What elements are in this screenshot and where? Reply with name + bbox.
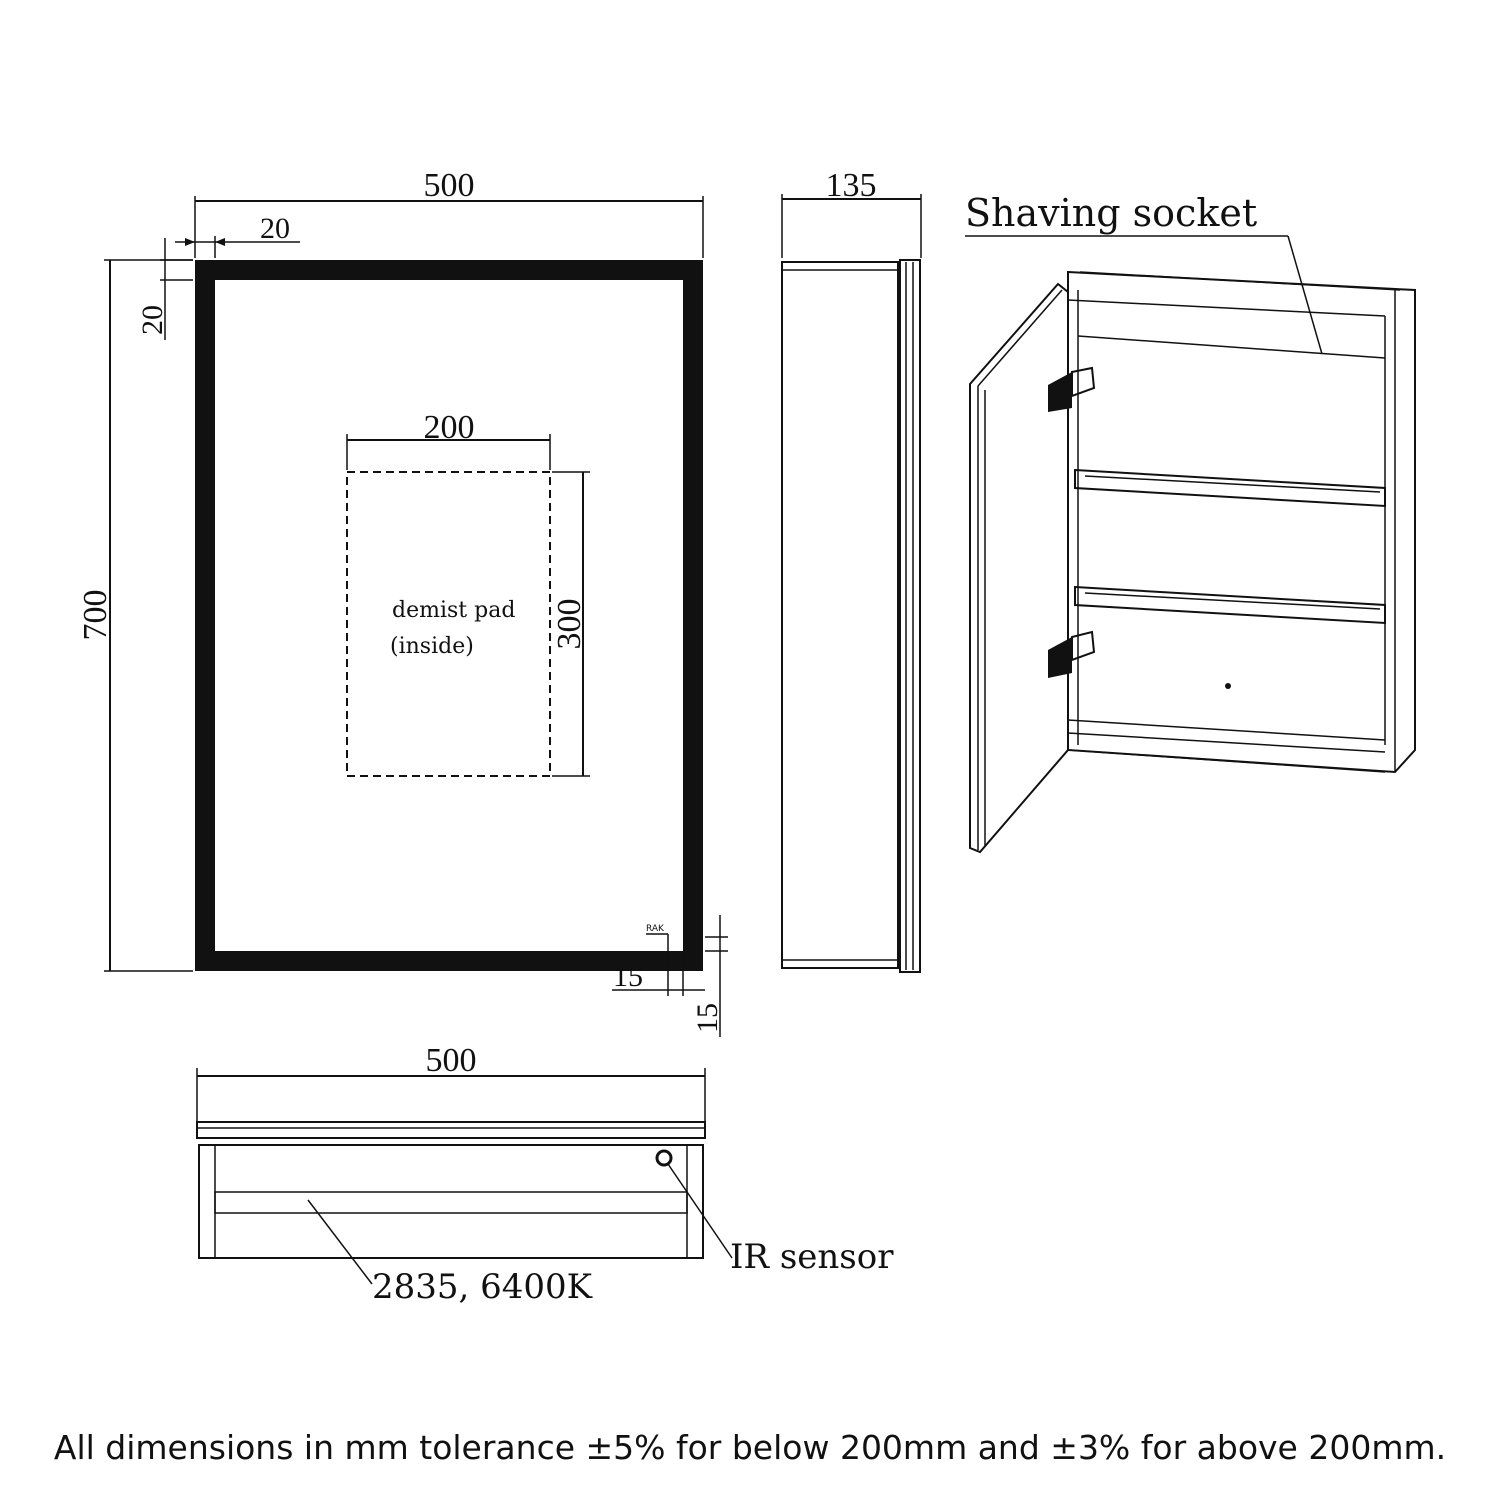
front-width-dimension: 500 [194,167,704,258]
pad-text-line2: (inside) [390,634,474,659]
pad-width-label: 200 [424,409,475,446]
frame-width-label: 20 [260,212,290,245]
frame-width-dimension: 20 [175,212,300,258]
ir-sensor-icon [655,1149,673,1167]
bottom-cabinet [198,1144,704,1259]
shaving-socket-label: Shaving socket [965,191,1257,235]
open-door [969,282,1069,854]
front-width-label: 500 [424,167,475,204]
side-view: 135 [781,167,922,973]
led-strip [214,1191,688,1214]
cabinet-body-side [781,261,899,969]
bottom-width-label: 500 [426,1042,477,1079]
open-cabinet-view: Shaving socket [965,191,1416,854]
door-side [899,259,921,973]
hinge-top [1048,366,1096,412]
side-depth-label: 135 [826,167,877,204]
demist-pad: 200 300 demist pad (inside) [346,409,590,777]
shelf-upper [1074,468,1386,508]
sensor-tag: RAK [646,924,665,934]
frame-height-dimension: 20 [136,238,193,340]
pad-height-label: 300 [551,599,588,650]
shelf-lower [1074,585,1386,625]
ir-sensor-label: IR sensor [730,1237,894,1277]
cabinet-sensor-dot [1225,683,1231,689]
frame-height-label: 20 [136,305,169,335]
pad-text-line1: demist pad [392,598,515,623]
tolerance-note: All dimensions in mm tolerance ±5% for b… [53,1428,1447,1467]
led-spec-label: 2835, 6400K [372,1267,593,1307]
hinge-bottom [1048,630,1096,678]
front-height-dimension: 700 [77,259,193,972]
front-view: 500 20 20 700 [77,167,728,1037]
sensor-offset-dimensions: RAK 15 15 [612,915,728,1037]
sensor-offset-y-label: 15 [691,1003,724,1033]
bottom-view: 500 IR sensor 2835, 6400K [196,1042,894,1307]
bottom-door-edge [196,1121,706,1139]
front-height-label: 700 [77,590,114,641]
sensor-offset-x-label: 15 [613,960,643,993]
